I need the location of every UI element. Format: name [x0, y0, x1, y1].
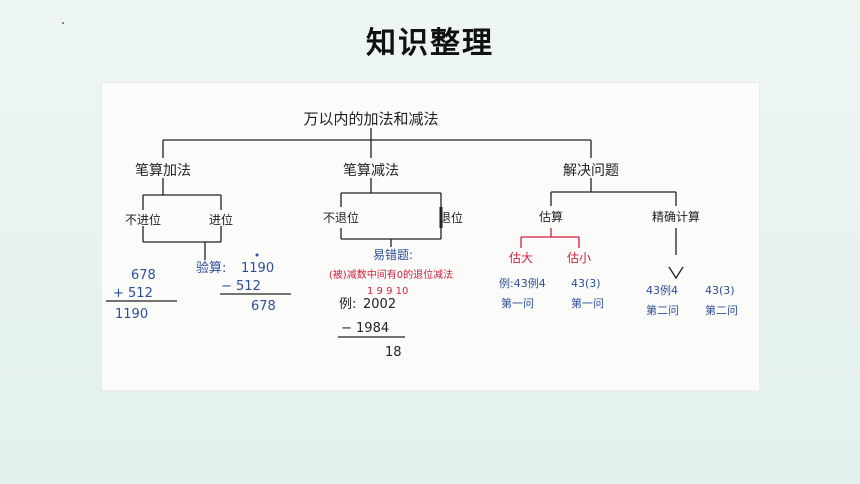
root-node: 万以内的加法和减法	[303, 110, 438, 128]
ref-2-line1: 43(3)	[571, 277, 601, 290]
ref-1-line2: 第一问	[501, 296, 534, 310]
borrow-marks: 1 9 9 10	[367, 286, 408, 297]
ref-2-line2: 第一问	[571, 296, 604, 310]
addition-example: 678 + 512 1190 验算: 1190 − 512 678	[113, 260, 276, 322]
node-no-borrow: 不退位	[323, 210, 359, 225]
carry-dot	[255, 253, 259, 257]
branch-addition: 笔算加法	[135, 163, 191, 179]
mindmap-photo: 万以内的加法和减法 笔算加法 笔算减法 解决问题 不进位 进位 不退位 退位 估…	[101, 82, 760, 391]
branch-subtraction: 笔算减法	[343, 163, 399, 179]
subtrahend: − 1984	[341, 321, 389, 336]
node-borrow: 退位	[439, 210, 463, 225]
ref-1-line1: 例:43例4	[499, 276, 546, 290]
minuend: 2002	[363, 297, 396, 312]
branch-problem-solving: 解决问题	[563, 163, 619, 179]
ref-4-line2: 第二问	[705, 303, 738, 317]
check-label: 验算:	[196, 260, 226, 276]
node-carry: 进位	[209, 212, 233, 227]
error-heading: 易错题:	[373, 248, 413, 262]
difference: 18	[385, 345, 402, 360]
example-label: 例:	[339, 297, 356, 312]
node-no-carry: 不进位	[125, 212, 161, 227]
estimate-lines	[520, 228, 580, 248]
decoration-dot	[62, 22, 64, 24]
error-description: (被)减数中间有0的退位减法	[329, 268, 453, 281]
estimate-high: 估大	[509, 251, 533, 265]
node-exact-calc: 精确计算	[652, 209, 700, 224]
mindmap-diagram: 万以内的加法和减法 笔算加法 笔算减法 解决问题 不进位 进位 不退位 退位 估…	[106, 110, 738, 360]
ref-4-line1: 43(3)	[705, 284, 735, 297]
problem-refs: 例:43例4 第一问 43(3) 第一问 43例4 第二问 43(3) 第二问	[499, 276, 738, 317]
estimate-low: 估小	[567, 251, 591, 265]
addend-1: 678	[131, 268, 156, 283]
ref-3-line2: 第二问	[646, 303, 679, 317]
tree-lines	[106, 128, 684, 338]
check-top: 1190	[241, 261, 274, 276]
ref-3-line1: 43例4	[646, 283, 678, 297]
check-result: 678	[251, 299, 276, 314]
subtraction-example: 例: 2002 − 1984 18	[339, 297, 402, 360]
slide-title: 知识整理	[366, 26, 494, 61]
sum: 1190	[115, 307, 148, 322]
check-sub: − 512	[221, 279, 261, 294]
addend-2: + 512	[113, 286, 153, 301]
node-estimate: 估算	[539, 209, 563, 224]
